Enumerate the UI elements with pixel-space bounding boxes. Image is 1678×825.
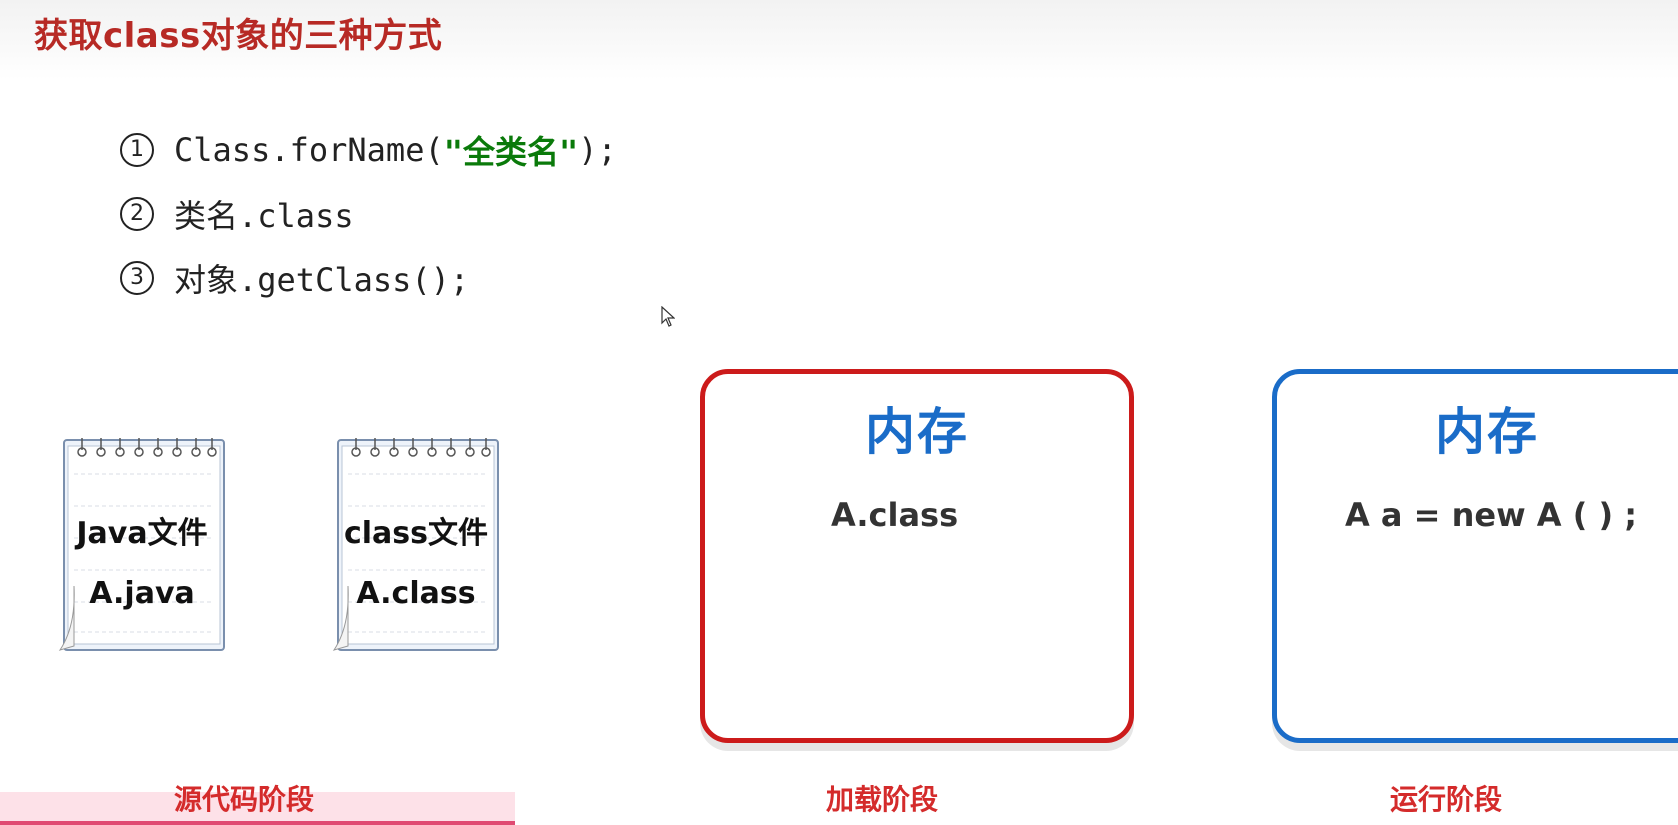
circled-number-1: 1 — [120, 133, 154, 167]
class-file-notebook: class文件 A.class — [330, 436, 502, 666]
memory-box-runtime: 内存 A a = new A ( ) ; — [1272, 369, 1678, 743]
method-code: 类名.class — [174, 197, 354, 235]
method-code-prefix: Class.forName( — [174, 131, 444, 169]
memory-title: 内存 — [1435, 403, 1539, 461]
stage-highlight-bar — [0, 792, 515, 825]
slide-title: 获取class对象的三种方式 — [34, 16, 443, 56]
java-file-notebook: Java文件 A.java — [56, 436, 228, 666]
memory-content: A a = new A ( ) ; — [1345, 496, 1638, 534]
notebook-label: Java文件 — [76, 516, 208, 551]
circled-number-3: 3 — [120, 261, 154, 295]
notebook-icon — [58, 438, 225, 651]
stage-label-runtime: 运行阶段 — [1390, 783, 1503, 816]
methods-list: 1 Class.forName("全类名"); 2 类名.class 3 对象.… — [120, 118, 617, 310]
notebook-label: class文件 — [343, 516, 489, 551]
mouse-pointer-icon — [661, 306, 675, 327]
notebook-filename: A.class — [356, 576, 476, 611]
notebook-filename: A.java — [89, 576, 195, 611]
memory-content: A.class — [831, 496, 959, 534]
circled-number-2: 2 — [120, 197, 154, 231]
stage-label-source: 源代码阶段 — [174, 783, 315, 816]
memory-box-loading: 内存 A.class — [700, 369, 1134, 743]
method-item-1: 1 Class.forName("全类名"); — [120, 118, 617, 182]
slide-header: 获取class对象的三种方式 — [0, 0, 1678, 80]
method-item-3: 3 对象.getClass(); — [120, 246, 617, 310]
memory-title: 内存 — [865, 403, 969, 461]
method-code: 对象.getClass(); — [174, 261, 470, 299]
notebook-icon — [332, 438, 499, 651]
method-item-2: 2 类名.class — [120, 182, 617, 246]
method-code-string: "全类名" — [443, 133, 579, 171]
method-code-suffix: ); — [578, 131, 617, 169]
stage-label-loading: 加载阶段 — [826, 783, 939, 816]
